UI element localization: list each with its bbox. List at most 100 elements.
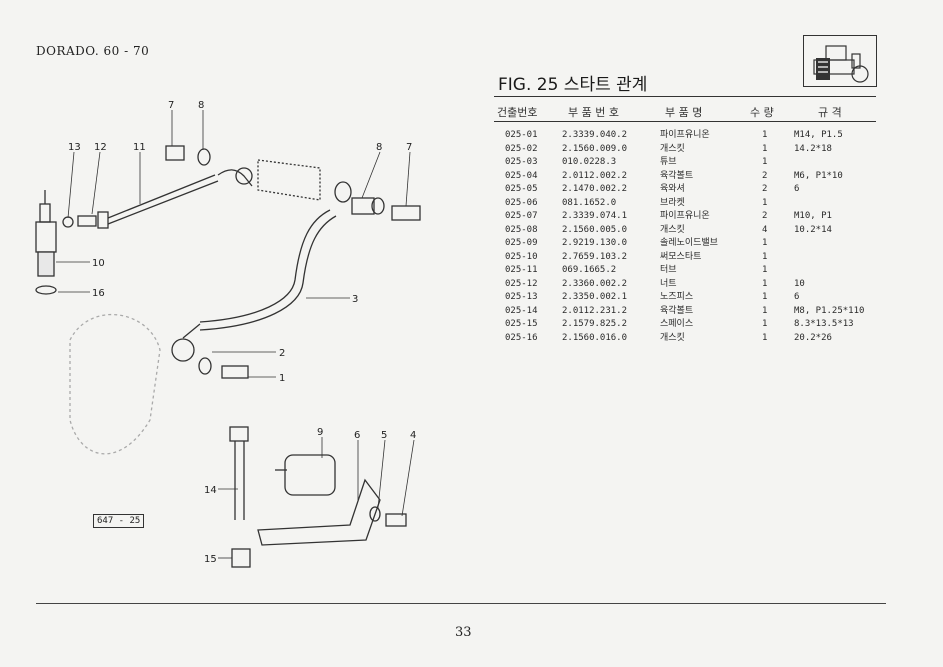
cell-part-number: 2.1470.002.2	[562, 184, 628, 194]
cell-quantity: 1	[762, 157, 768, 167]
cell-quantity: 4	[762, 224, 768, 235]
cell-part-number: 2.1560.005.0	[562, 224, 628, 235]
callout-11: 11	[133, 142, 146, 153]
cell-quantity: 1	[762, 278, 768, 289]
callout-14: 14	[204, 485, 217, 496]
cell-spec: 6	[794, 292, 800, 302]
cell-number: 025-12	[505, 278, 538, 289]
figure-reference: 647 - 25	[93, 514, 145, 528]
callout-10: 10	[92, 258, 105, 269]
cell-part-number: 010.0228.3	[562, 157, 617, 167]
col-header-name: 부 품 명	[665, 106, 703, 119]
tractor-icon	[803, 35, 877, 87]
cell-quantity: 1	[762, 130, 768, 140]
cell-part-number: 2.3339.074.1	[562, 211, 628, 221]
col-header-spec: 규 격	[818, 106, 842, 119]
footer-rule	[36, 603, 886, 604]
cell-quantity: 1	[762, 143, 768, 154]
cell-part-number: 2.1579.825.2	[562, 319, 628, 329]
cell-part-number: 069.1665.2	[562, 265, 617, 275]
cell-spec: 20.2*26	[794, 332, 832, 343]
cell-quantity: 2	[762, 211, 768, 221]
callout-2: 2	[279, 348, 285, 359]
header-bottom-rule	[494, 121, 876, 122]
cell-part-number: 2.1560.009.0	[562, 143, 628, 154]
cell-part-name: 육각볼트	[660, 305, 694, 316]
cell-part-number: 081.1652.0	[562, 197, 617, 208]
cell-part-name: 육각볼트	[660, 170, 694, 181]
cell-part-number: 2.7659.103.2	[562, 251, 628, 262]
callout-6: 6	[354, 430, 360, 441]
cell-part-name: 개스킷	[660, 332, 685, 343]
table-row: 025-06 081.1652.0 브라켓 1	[500, 197, 880, 211]
cell-part-number: 2.0112.231.2	[562, 305, 628, 316]
cell-part-name: 브라켓	[660, 197, 685, 208]
table-row: 025-04 2.0112.002.2 육각볼트 2 M6, P1*10	[500, 170, 880, 184]
cell-quantity: 1	[762, 238, 768, 248]
callout-15: 15	[204, 554, 217, 565]
cell-number: 025-01	[505, 130, 538, 140]
cell-quantity: 1	[762, 265, 768, 275]
cell-number: 025-07	[505, 211, 538, 221]
cell-number: 025-11	[505, 265, 538, 275]
table-row: 025-07 2.3339.074.1 파이프유니온 2 M10, P1	[500, 210, 880, 224]
callout-5: 5	[381, 430, 387, 441]
cell-part-name: 스페이스	[660, 319, 694, 329]
cell-part-number: 2.3350.002.1	[562, 292, 628, 302]
cell-part-name: 개스킷	[660, 224, 685, 235]
cell-spec: 14.2*18	[794, 143, 832, 154]
callout-12: 12	[94, 142, 107, 153]
cell-spec: M8, P1.25*110	[794, 305, 865, 316]
table-row: 025-03 010.0228.3 튜브 1	[500, 156, 880, 170]
cell-part-name: 노즈피스	[660, 292, 694, 302]
callout-13: 13	[68, 142, 81, 153]
cell-spec: M14, P1.5	[794, 130, 843, 140]
cell-part-name: 육와셔	[660, 184, 685, 194]
cell-quantity: 2	[762, 170, 768, 181]
cell-part-name: 파이프유니온	[660, 130, 710, 140]
cell-quantity: 1	[762, 292, 768, 302]
cell-spec: M10, P1	[794, 211, 832, 221]
cell-number: 025-06	[505, 197, 538, 208]
cell-quantity: 1	[762, 332, 768, 343]
cell-spec: 10.2*14	[794, 224, 832, 235]
cell-part-name: 개스킷	[660, 143, 685, 154]
callout-9: 9	[317, 427, 323, 438]
cell-part-number: 2.0112.002.2	[562, 170, 628, 181]
cell-number: 025-02	[505, 143, 538, 154]
cell-number: 025-08	[505, 224, 538, 235]
cell-quantity: 2	[762, 184, 768, 194]
cell-number: 025-03	[505, 157, 538, 167]
cell-part-name: 파이프유니온	[660, 211, 710, 221]
cell-part-name: 튜브	[660, 157, 677, 167]
callout-8-top: 8	[198, 100, 204, 111]
cell-spec: 8.3*13.5*13	[794, 319, 854, 329]
table-row: 025-08 2.1560.005.0 개스킷 4 10.2*14	[500, 224, 880, 238]
cell-number: 025-04	[505, 170, 538, 181]
cell-spec: M6, P1*10	[794, 170, 843, 181]
parts-diagram: 7 8 13 12 11 8 7 10 16 3 2 1 9 6 5 4 14 …	[35, 100, 421, 568]
cell-part-name: 너트	[660, 278, 677, 289]
cell-quantity: 1	[762, 305, 768, 316]
cell-quantity: 1	[762, 319, 768, 329]
cell-part-number: 2.9219.130.0	[562, 238, 628, 248]
cell-spec: 6	[794, 184, 800, 194]
callout-7-right: 7	[406, 142, 412, 153]
table-row: 025-02 2.1560.009.0 개스킷 1 14.2*18	[500, 143, 880, 157]
page-number: 33	[455, 625, 472, 640]
cell-spec: 10	[794, 278, 805, 289]
callout-7-top: 7	[168, 100, 174, 111]
cell-quantity: 1	[762, 197, 768, 208]
cell-part-name: 써모스타트	[660, 251, 702, 262]
cell-number: 025-10	[505, 251, 538, 262]
